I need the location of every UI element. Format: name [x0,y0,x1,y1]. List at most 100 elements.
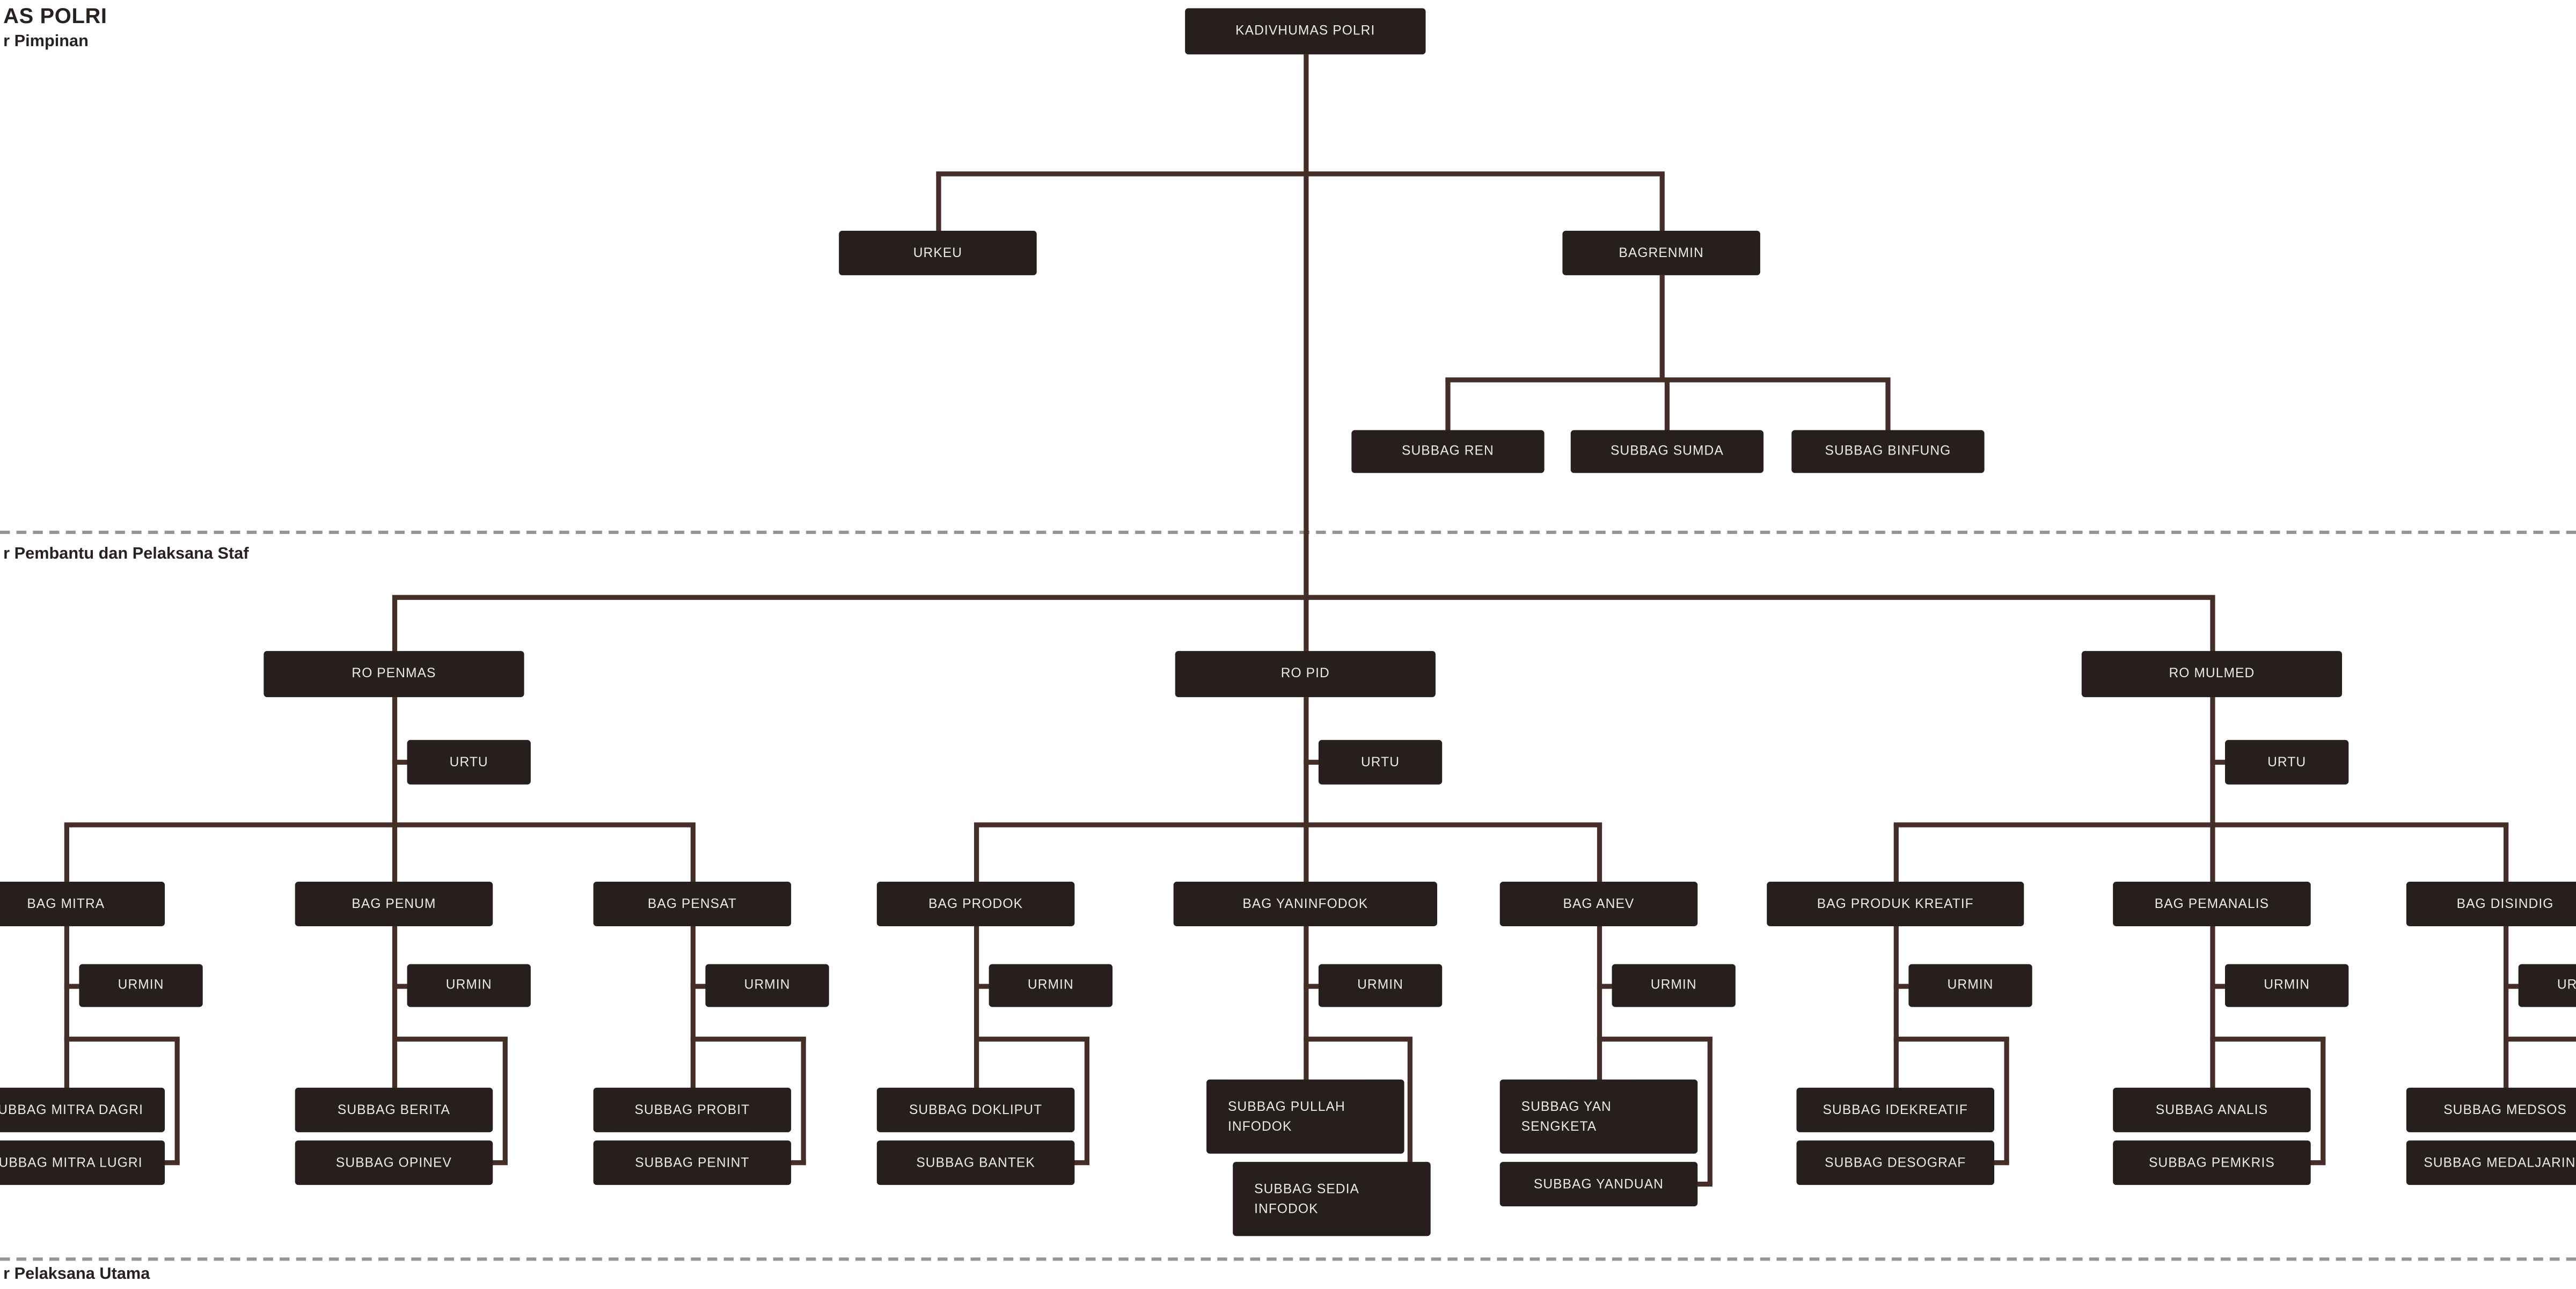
connector-line [1893,821,2508,827]
node-subbag-dokliput: SUBBAG DOKLIPUT [876,1087,1075,1132]
connector-line [690,926,695,1092]
section-label-pembantu: r Pembantu dan Pelaksana Staf [3,545,249,564]
node-urmin-anev: URMIN [1612,964,1736,1007]
node-subbag-idekreatif: SUBBAG IDEKREATIF [1796,1087,1995,1132]
node-urmin-disindig: URMIN [2518,964,2576,1007]
node-subbag-analis: SUBBAG ANALIS [2113,1087,2311,1132]
node-urmin-pemanalis: URMIN [2224,964,2349,1007]
node-urmin-penum: URMIN [407,964,531,1007]
connector-line [2209,983,2229,988]
node-bag-prodok: BAG PRODOK [876,882,1075,926]
connector-line [1893,1036,2009,1041]
connector-line [174,1038,179,1164]
node-ro-pid: RO PID [1175,651,1436,698]
node-bag-penum: BAG PENUM [295,882,493,926]
connector-line [2209,596,2215,653]
connector-line [935,173,941,233]
connector-line [2003,1038,2009,1164]
connector-line [162,1159,179,1165]
node-urtu-pid: URTU [1318,739,1443,785]
page-title: AS POLRI [3,3,107,28]
connector-line [391,1036,507,1041]
connector-line [1893,983,1913,988]
connector-line [490,1159,507,1165]
connector-line [2209,926,2215,1092]
connector-line [2308,1159,2325,1165]
node-urmin-pensat: URMIN [705,964,829,1007]
connector-line [1084,1038,1089,1164]
node-urmin-yaninfodok: URMIN [1318,964,1443,1007]
node-subbag-sumda: SUBBAG SUMDA [1570,430,1764,473]
connector-line [2209,1036,2325,1041]
node-subbag-medsos: SUBBAG MEDSOS [2406,1087,2576,1132]
node-bag-mitra: BAG MITRA [0,882,165,926]
node-bagrenmin: BAGRENMIN [1562,230,1760,275]
connector-line [1596,926,1601,1083]
connector-line [2209,697,2215,884]
connector-line [1596,1036,1712,1041]
connector-line [1707,1038,1712,1185]
node-subbag-sedia-infodok: SUBBAG SEDIA INFODOK [1233,1162,1431,1236]
node-urmin-mitra: URMIN [79,964,203,1007]
connector-line [973,983,993,988]
connector-line [1596,983,1616,988]
node-bag-produk-kreatif: BAG PRODUK KREATIF [1767,882,2024,926]
section-divider-2 [0,1257,2576,1261]
node-subbag-desograf: SUBBAG DESOGRAF [1796,1140,1995,1185]
connector-line [1659,173,1664,233]
connector-line [1302,596,1308,653]
connector-line [1302,54,1308,598]
node-subbag-mitra-lugri: SUBBAG MITRA LUGRI [0,1140,165,1185]
connector-line [1407,1038,1412,1174]
connector-line [1893,824,1898,884]
node-subbag-berita: SUBBAG BERITA [295,1087,493,1132]
node-kadivhumas-polri: KADIVHUMAS POLRI [1185,8,1426,55]
node-ro-penmas: RO PENMAS [264,651,524,698]
node-subbag-mitra-dagri: SUBBAG MITRA DAGRI [0,1087,165,1132]
connector-line [2502,1036,2576,1041]
node-bag-pensat: BAG PENSAT [593,882,792,926]
node-urtu-penmas: URTU [407,739,531,785]
connector-line [1884,379,1890,432]
connector-line [1302,759,1323,764]
connector-line [1695,1181,1712,1186]
connector-line [1444,376,1890,382]
connector-line [973,926,978,1092]
node-bag-pemanalis: BAG PEMANALIS [2113,882,2311,926]
connector-line [690,824,695,884]
node-subbag-opinev: SUBBAG OPINEV [295,1140,493,1185]
section-divider-1 [0,530,2576,534]
connector-line [1444,379,1450,432]
node-subbag-pullah-infodok: SUBBAG PULLAH INFODOK [1206,1079,1404,1154]
connector-line [1302,1036,1412,1041]
node-ro-mulmed: RO MULMED [2081,651,2343,698]
connector-line [63,926,69,1092]
node-subbag-medaljaring: SUBBAG MEDALJARING [2406,1140,2576,1185]
connector-line [973,1036,1089,1041]
connector-line [1659,275,1664,383]
node-subbag-pemkris: SUBBAG PEMKRIS [2113,1140,2311,1185]
connector-line [1302,983,1323,988]
connector-line [63,1036,179,1041]
connector-line [391,596,397,653]
connector-line [1072,1159,1089,1165]
node-urkeu: URKEU [839,230,1037,275]
node-urmin-produk-kreatif: URMIN [1908,964,2032,1007]
connector-line [1302,697,1308,884]
node-subbag-yanduan: SUBBAG YANDUAN [1499,1162,1698,1207]
connector-line [935,170,1664,176]
node-bag-disindig: BAG DISINDIG [2406,882,2576,926]
connector-line [1992,1159,2009,1165]
connector-line [63,821,695,827]
connector-line [2319,1038,2325,1164]
connector-line [63,824,69,884]
node-subbag-probit: SUBBAG PROBIT [593,1087,792,1132]
connector-line [391,759,412,764]
connector-line [1664,379,1669,432]
connector-line [800,1038,806,1164]
node-subbag-ren: SUBBAG REN [1351,430,1545,473]
connector-line [2209,759,2229,764]
connector-line [973,821,1601,827]
connector-line [391,983,412,988]
